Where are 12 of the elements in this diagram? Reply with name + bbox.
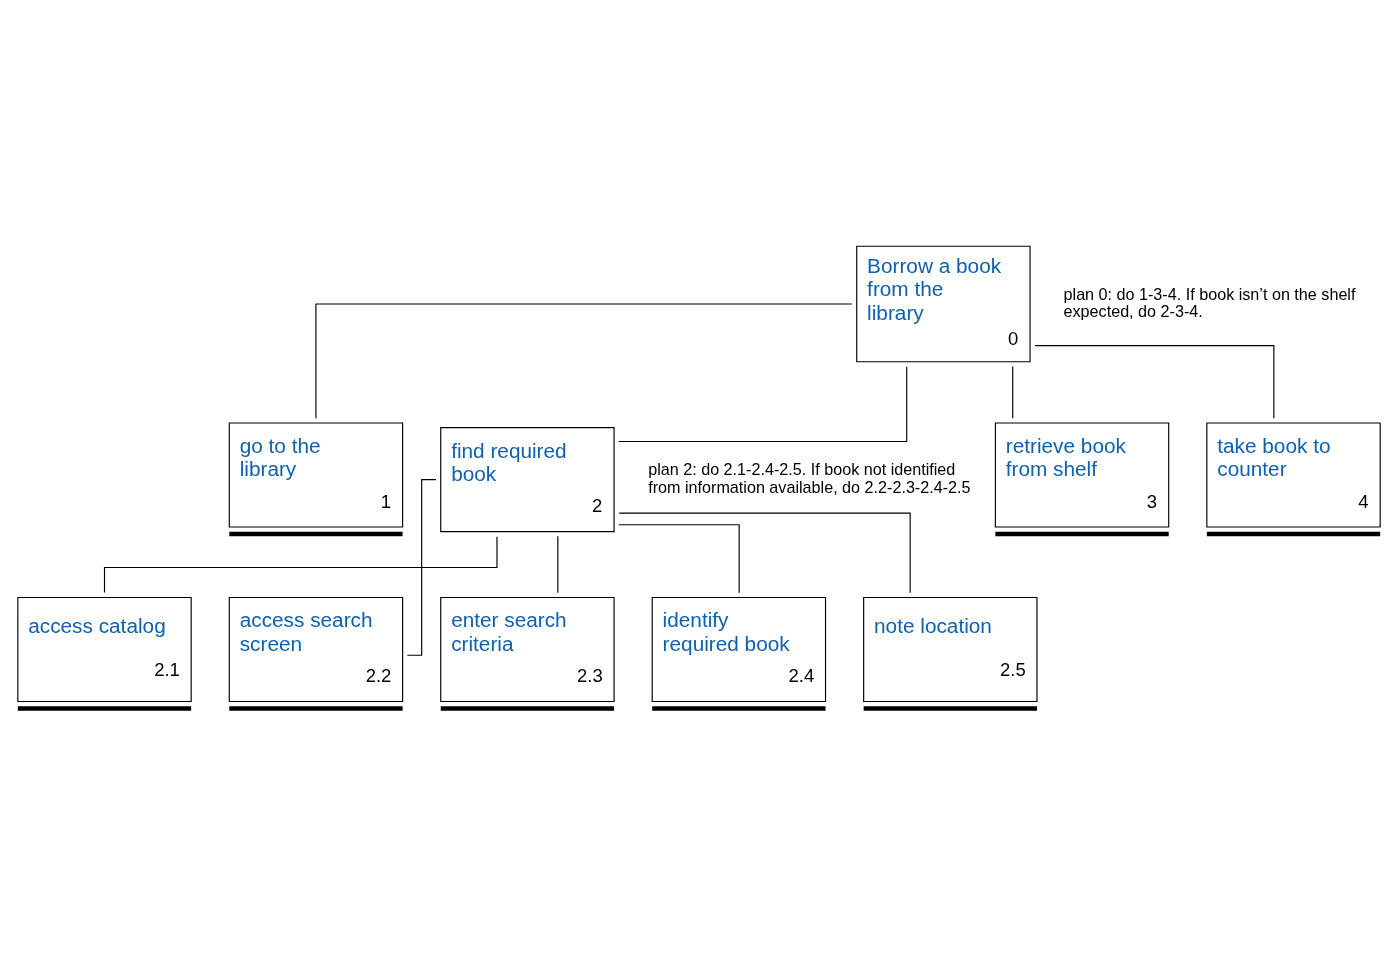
node-box: find required book 2 bbox=[440, 427, 615, 533]
connector bbox=[1034, 345, 1275, 419]
connector bbox=[1012, 365, 1014, 419]
connector bbox=[103, 536, 498, 594]
connector bbox=[315, 303, 853, 419]
node-label: plan 0: do 1-3-4. If book isn’t on the shelf expected, do 2-3-4. bbox=[1063, 284, 1356, 320]
node-label: plan 2: do 2.1-2.4-2.5. If book not identified from information available, do 2.2-2.3-2.4-2.5 bbox=[648, 460, 971, 496]
connector bbox=[557, 535, 559, 594]
connector bbox=[618, 512, 911, 594]
node-box: Borrow a book from the library 0 bbox=[856, 245, 1031, 363]
connector bbox=[618, 524, 740, 594]
connector bbox=[618, 366, 908, 443]
